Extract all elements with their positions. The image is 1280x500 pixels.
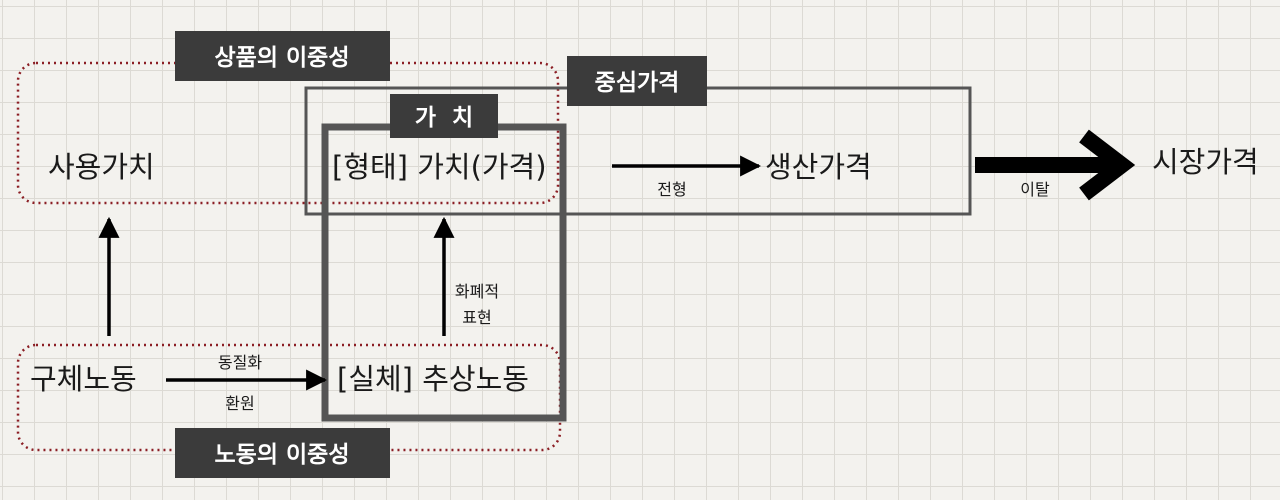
abstract-labor-label: [실체] 추상노동 xyxy=(337,362,529,396)
svg-text:중심가격: 중심가격 xyxy=(595,70,680,96)
svg-text:가 치: 가 치 xyxy=(415,105,473,131)
homogenization-label: 동질화 xyxy=(218,353,262,372)
monetary-label-line2: 표현 xyxy=(462,308,491,327)
production-price-label: 생산가격 xyxy=(765,150,872,184)
svg-text:상품의 이중성: 상품의 이중성 xyxy=(215,45,350,71)
form-value-label: [형태] 가치(가격) xyxy=(332,150,547,184)
use-value-label: 사용가치 xyxy=(48,150,155,184)
deviation-label: 이탈 xyxy=(1020,180,1050,199)
reduction-label: 환원 xyxy=(225,394,254,413)
value-tag: 가 치 xyxy=(390,94,498,138)
monetary-label-line1: 화폐적 xyxy=(455,282,499,301)
market-price-label: 시장가격 xyxy=(1152,145,1259,179)
transformation-label: 전형 xyxy=(657,180,686,199)
commodity-duality-tag: 상품의 이중성 xyxy=(175,31,390,81)
central-price-tag: 중심가격 xyxy=(567,56,707,106)
labor-duality-tag: 노동의 이중성 xyxy=(175,428,390,478)
deviation-arrow xyxy=(975,129,1136,201)
concrete-labor-label: 구체노동 xyxy=(30,362,137,396)
svg-text:노동의 이중성: 노동의 이중성 xyxy=(215,442,350,468)
labor-duality-frame xyxy=(16,343,562,452)
